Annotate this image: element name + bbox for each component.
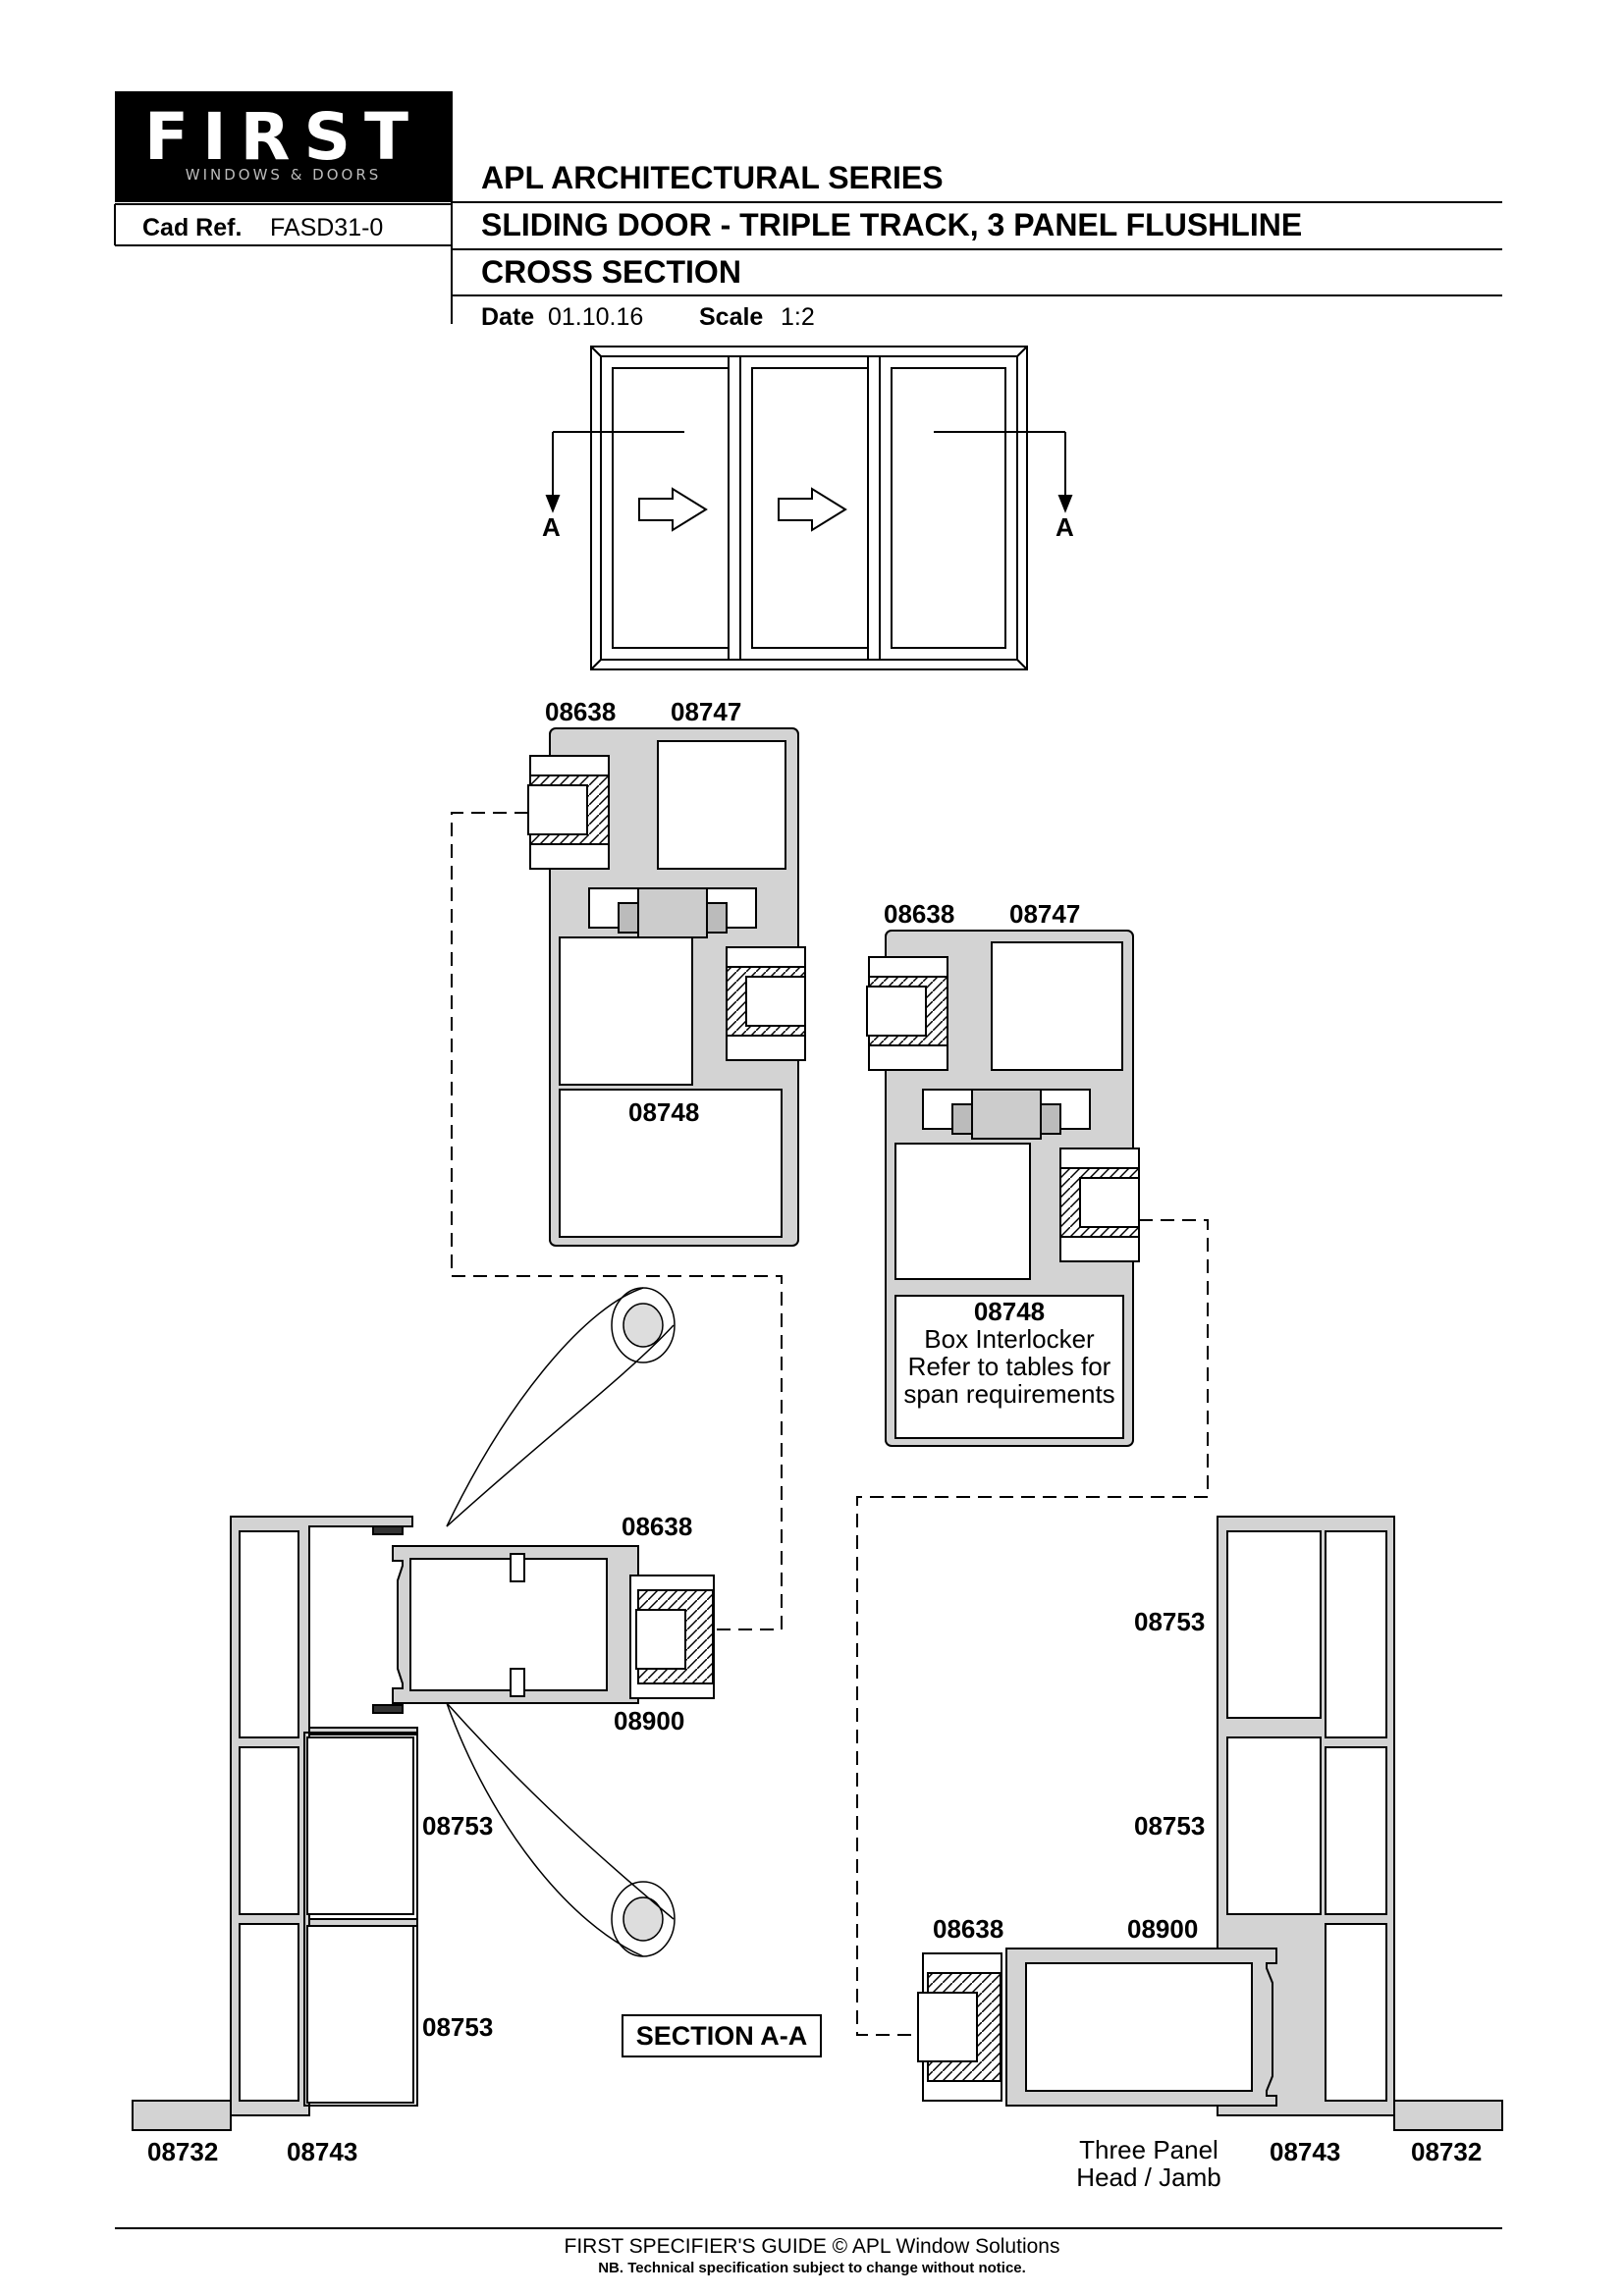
part-label: 08900 <box>1127 1914 1199 1944</box>
footer-title: FIRST SPECIFIER'S GUIDE © APL Window Sol… <box>564 2235 1060 2258</box>
slide-arrow-1 <box>638 487 708 532</box>
part-label: 08748 <box>973 1297 1046 1326</box>
part-label: 08753 <box>422 1811 494 1841</box>
part-label: 08747 <box>1009 899 1081 929</box>
product-title: SLIDING DOOR - TRIPLE TRACK, 3 PANEL FLU… <box>481 207 1303 242</box>
part-label: 08638 <box>622 1512 693 1541</box>
series-title: APL ARCHITECTURAL SERIES <box>481 160 944 195</box>
door-elevation <box>590 346 1028 670</box>
date-label: Date <box>481 303 535 331</box>
caption-line: Three Panel <box>1079 2135 1218 2164</box>
header-rules <box>114 91 1502 324</box>
section-title: SECTION A-A <box>622 2014 822 2057</box>
company-logo: FIRST WINDOWS & DOORS <box>115 91 452 202</box>
section-line-a <box>545 431 1073 513</box>
part-label: 08638 <box>933 1914 1004 1944</box>
part-label: 08743 <box>287 2137 358 2166</box>
part-label: 08748 <box>628 1097 700 1127</box>
part-label: 08747 <box>671 697 742 726</box>
part-label: 08638 <box>884 899 955 929</box>
slide-arrow-2 <box>778 487 847 532</box>
part-label: 08732 <box>147 2137 219 2166</box>
part-label: 08753 <box>1134 1811 1206 1841</box>
note-line: Box Interlocker <box>924 1324 1095 1354</box>
upper-left-section <box>527 727 806 1247</box>
scale-label: Scale <box>699 303 764 331</box>
note-line: Refer to tables for <box>907 1352 1111 1381</box>
part-label: 08753 <box>422 2012 494 2042</box>
footer-disclaimer: NB. Technical specification subject to c… <box>598 2260 1026 2276</box>
bottom-right-jamb <box>917 1516 1503 2131</box>
box-interlocker-note: 08748 Box Interlocker Refer to tables fo… <box>895 1298 1123 1408</box>
date-value: 01.10.16 <box>548 303 644 331</box>
cad-ref-label: Cad Ref. <box>142 214 243 241</box>
view-title: CROSS SECTION <box>481 254 741 290</box>
jamb-caption: Three Panel Head / Jamb <box>1060 2136 1237 2191</box>
dashed-connectors <box>451 812 1209 2036</box>
part-label: 08743 <box>1270 2137 1341 2166</box>
scale-value: 1:2 <box>781 303 815 331</box>
part-label: 08732 <box>1411 2137 1483 2166</box>
logo-tagline: WINDOWS & DOORS <box>185 166 382 184</box>
part-label: 08753 <box>1134 1607 1206 1636</box>
section-marker-right: A <box>1056 512 1074 542</box>
caption-line: Head / Jamb <box>1076 2163 1221 2192</box>
part-label: 08638 <box>545 697 617 726</box>
section-marker-left: A <box>542 512 561 542</box>
note-line: span requirements <box>903 1379 1115 1409</box>
part-label: 08900 <box>614 1706 685 1735</box>
panel-sweep-lines <box>446 1287 676 1957</box>
logo-wordmark: FIRST <box>143 99 423 175</box>
bottom-left-jamb <box>132 1516 715 2131</box>
cad-ref-value: FASD31-0 <box>270 214 384 241</box>
middle-right-section <box>866 930 1140 1447</box>
